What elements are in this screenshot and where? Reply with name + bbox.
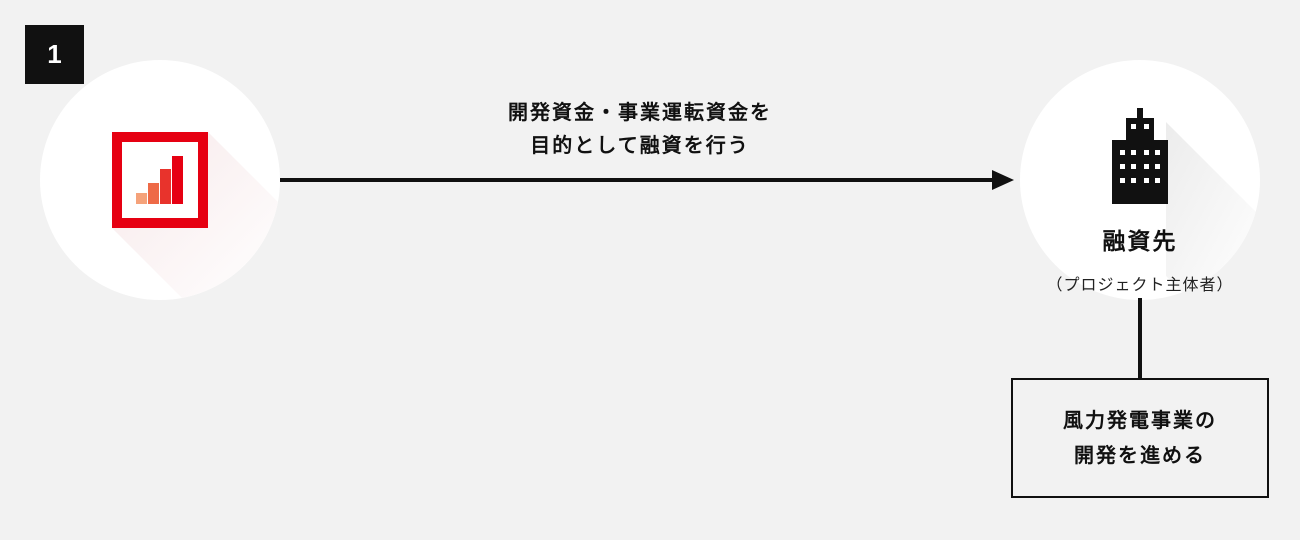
borrower-title: 融資先: [1102, 229, 1178, 255]
logo-bar: [148, 183, 159, 204]
logo-long-shadow: [112, 132, 280, 300]
logo-bar: [172, 156, 183, 204]
activity-line-2: 開発を進める: [1074, 443, 1206, 467]
office-building-icon: [1112, 108, 1168, 204]
building-long-shadow: [1166, 122, 1260, 300]
step-number: 1: [47, 39, 62, 69]
connector-line: [1138, 298, 1142, 378]
activity-box: 風力発電事業の 開発を進める: [1011, 378, 1269, 498]
right-arrow-icon: [280, 170, 1014, 190]
lender-logo: [112, 132, 208, 228]
borrower-circle: 融資先: [1020, 60, 1260, 300]
borrower-subtitle: （プロジェクト主体者）: [1046, 275, 1234, 294]
flow-caption-line-1: 開発資金・事業運転資金を: [508, 100, 772, 124]
activity-line-1: 風力発電事業の: [1063, 408, 1217, 432]
flow-caption: 開発資金・事業運転資金を 目的として融資を行う: [440, 96, 840, 162]
lender-circle: [40, 60, 280, 300]
step-number-badge: 1: [25, 25, 84, 84]
logo-bar: [136, 193, 147, 204]
flow-caption-line-2: 目的として融資を行う: [530, 133, 750, 157]
logo-bar: [160, 169, 171, 204]
